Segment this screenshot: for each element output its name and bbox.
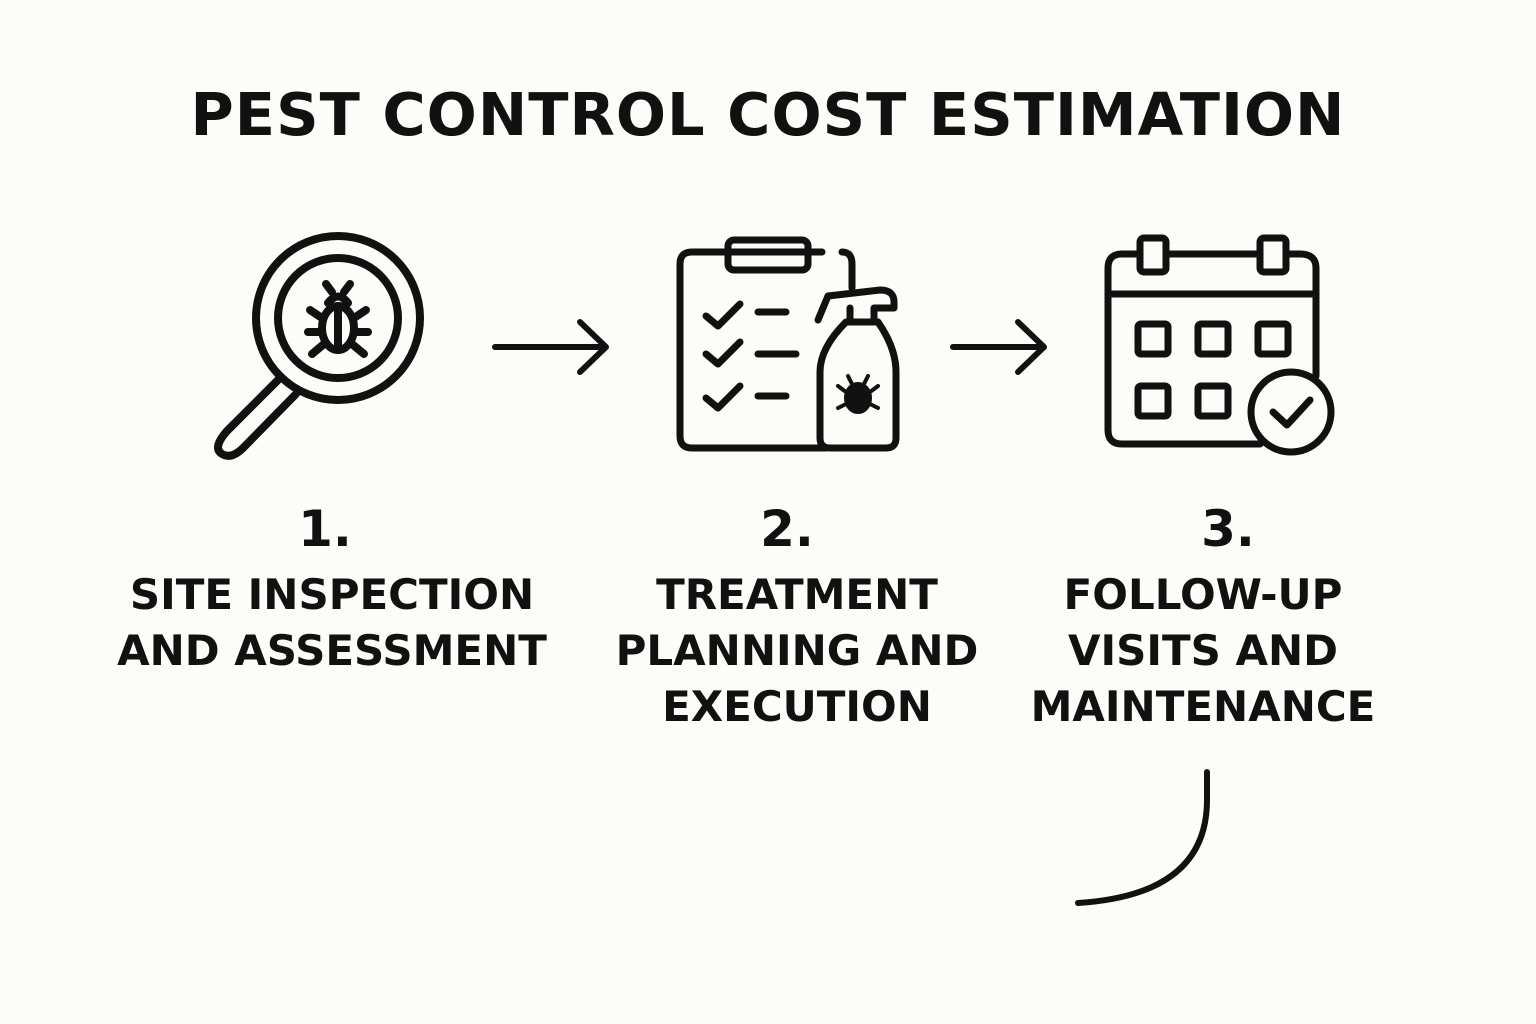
step-1-label-line-1: SITE INSPECTION xyxy=(129,570,535,619)
arrow-right-icon xyxy=(492,319,609,375)
step-3-label-line-2: VISITS AND xyxy=(1067,626,1339,675)
arrow-right-icon xyxy=(950,319,1047,375)
page-title: PEST CONTROL COST ESTIMATION xyxy=(190,80,1346,149)
step-3-number: 3. xyxy=(1201,500,1255,558)
step-2-label: TREATMENT PLANNING AND EXECUTION xyxy=(577,567,1017,735)
step-1-label: SITE INSPECTION AND ASSESSMENT xyxy=(112,567,552,679)
step-1-label-line-2: AND ASSESSMENT xyxy=(117,626,547,675)
step-2-number: 2. xyxy=(760,500,814,558)
step-3-label-line-1: FOLLOW-UP xyxy=(1063,570,1343,619)
step-2-label-line-1: TREATMENT xyxy=(656,570,938,619)
magnifier-bug-icon xyxy=(214,232,424,460)
step-3-label-line-3: MAINTENANCE xyxy=(1030,682,1376,731)
step-1-number: 1. xyxy=(298,500,352,558)
step-2-label-line-3: EXECUTION xyxy=(662,682,932,731)
step-2-label-line-2: PLANNING AND xyxy=(615,626,979,675)
calendar-check-icon xyxy=(1104,234,1335,456)
clipboard-spray-icon xyxy=(676,236,900,452)
step-3-label: FOLLOW-UP VISITS AND MAINTENANCE xyxy=(983,567,1423,735)
